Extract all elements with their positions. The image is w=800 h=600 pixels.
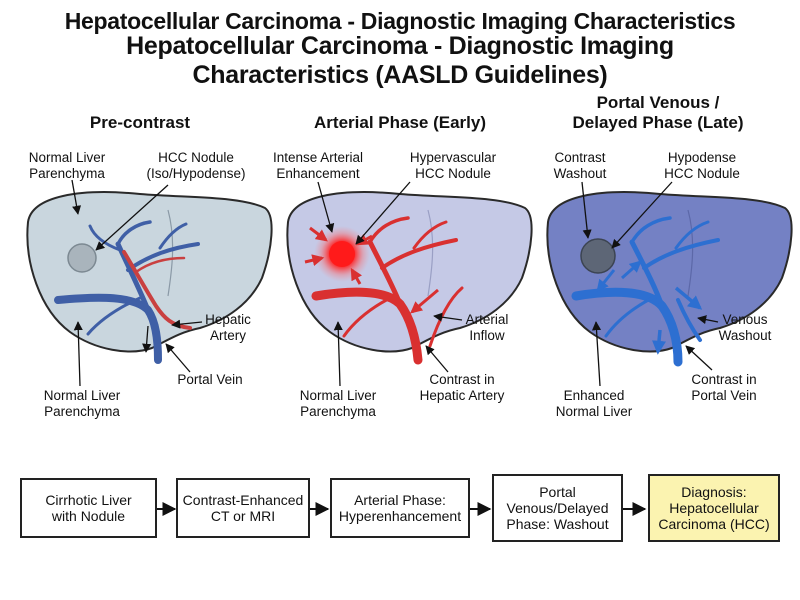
panel-heading-precontrast: Pre-contrast — [89, 113, 191, 132]
flow-step-text: Contrast-Enhanced CT or MRI — [182, 492, 304, 524]
flow-step-washout: Portal Venous/Delayed Phase: Washout — [492, 474, 623, 542]
hcc-nodule — [67, 243, 97, 273]
hcc-nodule — [580, 238, 616, 274]
panel-heading-portal: Portal Venous / Delayed Phase (Late) — [572, 93, 744, 132]
liver-panel-arterial — [286, 181, 533, 387]
liver-lobe-line — [167, 209, 174, 297]
liver-lobe-line — [687, 209, 694, 297]
flow-step-text: Cirrhotic Liver with Nodule — [45, 492, 132, 524]
label-portal-vein: Portal Vein — [177, 372, 243, 387]
label-contrast-washout: Contrast Washout — [553, 150, 607, 181]
liver-panel-precontrast — [26, 179, 273, 387]
label-intense-arterial: Intense Arterial Enhancement — [272, 150, 364, 181]
panel-heading-arterial: Arterial Phase (Early) — [314, 113, 486, 132]
flow-step-cirrhotic-liver: Cirrhotic Liver with Nodule — [20, 478, 157, 538]
liver-shape — [26, 191, 273, 353]
flow-step-text: Arterial Phase: Hyperenhancement — [338, 492, 462, 524]
label-normal-liver-arterial: Normal Liver Parenchyma — [299, 388, 377, 419]
hcc-nodule — [329, 241, 355, 267]
title-top: Hepatocellular Carcinoma - Diagnostic Im… — [64, 8, 736, 34]
label-contrast-portal-vein: Contrast in Portal Vein — [691, 372, 757, 403]
label-arterial-inflow: Arterial Inflow — [465, 312, 509, 343]
label-hypodense-nodule: Hypodense HCC Nodule — [664, 150, 740, 181]
flow-step-diagnosis: Diagnosis: Hepatocellular Carcinoma (HCC… — [648, 474, 780, 542]
label-contrast-hepatic-artery: Contrast in Hepatic Artery — [419, 372, 505, 403]
label-venous-washout: Venous Washout — [718, 312, 772, 343]
label-normal-liver-top: Normal Liver Parenchyma — [28, 150, 106, 181]
label-normal-liver-bottom: Normal Liver Parenchyma — [43, 388, 121, 419]
flow-step-ct-mri: Contrast-Enhanced CT or MRI — [176, 478, 310, 538]
liver-lobe-line — [427, 209, 434, 297]
title-main: Hepatocellular Carcinoma - Diagnostic Im… — [126, 32, 674, 89]
liver-panel-portal — [546, 181, 793, 387]
label-hcc-nodule: HCC Nodule (Iso/Hypodense) — [146, 150, 246, 181]
flow-step-text: Portal Venous/Delayed Phase: Washout — [506, 484, 609, 532]
label-hypervascular-nodule: Hypervascular HCC Nodule — [409, 150, 497, 181]
liver-shape — [546, 191, 793, 353]
label-hepatic-artery: Hepatic Artery — [205, 312, 251, 343]
flow-step-text: Diagnosis: Hepatocellular Carcinoma (HCC… — [658, 484, 770, 532]
label-enhanced-normal-liver: Enhanced Normal Liver — [555, 388, 633, 419]
flow-step-arterial: Arterial Phase: Hyperenhancement — [330, 478, 470, 538]
